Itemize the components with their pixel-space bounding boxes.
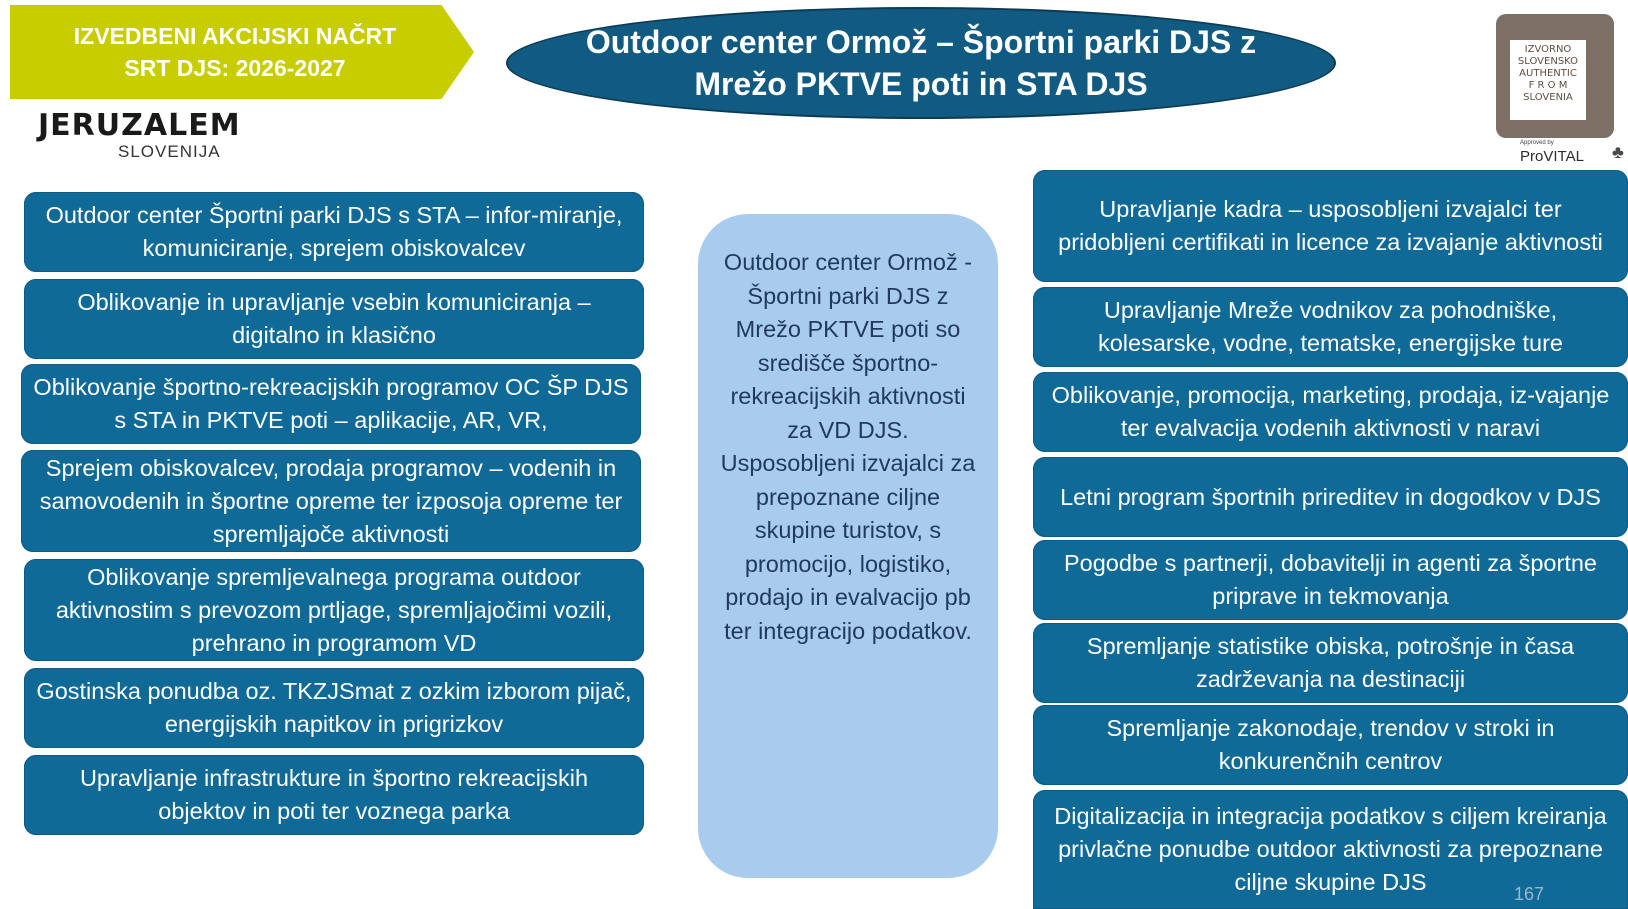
left-box-2: Oblikovanje in upravljanje vsebin komuni… bbox=[24, 279, 644, 359]
title-line-1: Outdoor center Ormož – Športni parki DJS… bbox=[585, 24, 1257, 60]
plan-banner: IZVEDBENI AKCIJSKI NAČRT SRT DJS: 2026-2… bbox=[10, 5, 474, 99]
right-box-6-text: Spremljanje statistike obiska, potrošnje… bbox=[1086, 633, 1575, 692]
left-box-1: Outdoor center Športni parki DJS s STA –… bbox=[24, 192, 644, 272]
badge-line-4: F R O M bbox=[1528, 80, 1568, 91]
right-box-7-text: Spremljanje zakonodaje, trendov v stroki… bbox=[1106, 715, 1555, 774]
left-box-7-text: Upravljanje infrastrukture in športno re… bbox=[79, 765, 589, 824]
badge-approved: Approved by bbox=[1520, 140, 1554, 146]
tree-icon: ♣ bbox=[1612, 142, 1624, 162]
left-box-6-text: Gostinska ponudba oz. TKZJSmat z ozkim i… bbox=[36, 678, 632, 737]
left-box-3: Oblikovanje športno-rekreacijskih progra… bbox=[21, 364, 641, 444]
right-box-3: Oblikovanje, promocija, marketing, proda… bbox=[1033, 372, 1628, 452]
page-number: 167 bbox=[1514, 884, 1545, 904]
title-line-2: Mrežo PKTVE poti in STA DJS bbox=[694, 66, 1148, 102]
left-box-1-text: Outdoor center Športni parki DJS s STA –… bbox=[45, 202, 623, 261]
jeruzalem-logo: JERUZALEM SLOVENIJA bbox=[38, 108, 241, 166]
right-box-8: Digitalizacija in integracija podatkov s… bbox=[1033, 790, 1628, 909]
left-box-4: Sprejem obiskovalcev, prodaja programov … bbox=[21, 450, 641, 552]
logo-name: JERUZALEM bbox=[38, 108, 241, 143]
origin-badge: IZVORNO SLOVENSKO AUTHENTIC F R O M SLOV… bbox=[1490, 10, 1628, 165]
right-box-4: Letni program športnih prireditev in dog… bbox=[1033, 457, 1628, 537]
right-box-3-text: Oblikovanje, promocija, marketing, proda… bbox=[1051, 382, 1610, 441]
banner-line-1: IZVEDBENI AKCIJSKI NAČRT bbox=[73, 23, 397, 49]
left-box-2-text: Oblikovanje in upravljanje vsebin komuni… bbox=[77, 289, 591, 348]
badge-line-2: SLOVENSKO bbox=[1517, 56, 1579, 67]
left-box-4-text: Sprejem obiskovalcev, prodaja programov … bbox=[39, 454, 623, 547]
right-box-7: Spremljanje zakonodaje, trendov v stroki… bbox=[1033, 705, 1628, 785]
badge-provital: ProVITAL bbox=[1520, 148, 1584, 165]
badge-line-3: AUTHENTIC bbox=[1519, 68, 1577, 79]
title-oval: Outdoor center Ormož – Športni parki DJS… bbox=[506, 7, 1336, 119]
right-box-5: Pogodbe s partnerji, dobavitelji in agen… bbox=[1033, 540, 1628, 620]
right-box-2-text: Upravljanje Mreže vodnikov za pohodniške… bbox=[1097, 297, 1563, 356]
right-box-8-text: Digitalizacija in integracija podatkov s… bbox=[1054, 803, 1607, 895]
badge-text: IZVORNO SLOVENSKO AUTHENTIC F R O M SLOV… bbox=[1510, 40, 1586, 120]
right-box-6: Spremljanje statistike obiska, potrošnje… bbox=[1033, 623, 1628, 703]
center-summary-text: Outdoor center Ormož - Športni parki DJS… bbox=[720, 249, 976, 644]
right-box-2: Upravljanje Mreže vodnikov za pohodniške… bbox=[1033, 287, 1628, 367]
badge-line-1: IZVORNO bbox=[1524, 44, 1572, 55]
right-box-1: Upravljanje kadra – usposobljeni izvajal… bbox=[1033, 170, 1628, 282]
right-box-5-text: Pogodbe s partnerji, dobavitelji in agen… bbox=[1063, 550, 1597, 609]
logo-sub: SLOVENIJA bbox=[118, 142, 221, 161]
left-box-5-text: Oblikovanje spremljevalnega programa out… bbox=[55, 563, 613, 656]
right-box-4-text: Letni program športnih prireditev in dog… bbox=[1060, 483, 1601, 510]
left-box-5: Oblikovanje spremljevalnega programa out… bbox=[24, 559, 644, 661]
left-box-3-text: Oblikovanje športno-rekreacijskih progra… bbox=[33, 374, 629, 433]
left-box-6: Gostinska ponudba oz. TKZJSmat z ozkim i… bbox=[24, 668, 644, 748]
left-box-7: Upravljanje infrastrukture in športno re… bbox=[24, 755, 644, 835]
banner-line-2: SRT DJS: 2026-2027 bbox=[124, 55, 346, 81]
right-box-1-text: Upravljanje kadra – usposobljeni izvajal… bbox=[1058, 196, 1603, 255]
center-summary: Outdoor center Ormož - Športni parki DJS… bbox=[698, 214, 998, 878]
badge-line-5: SLOVENIA bbox=[1523, 92, 1573, 103]
